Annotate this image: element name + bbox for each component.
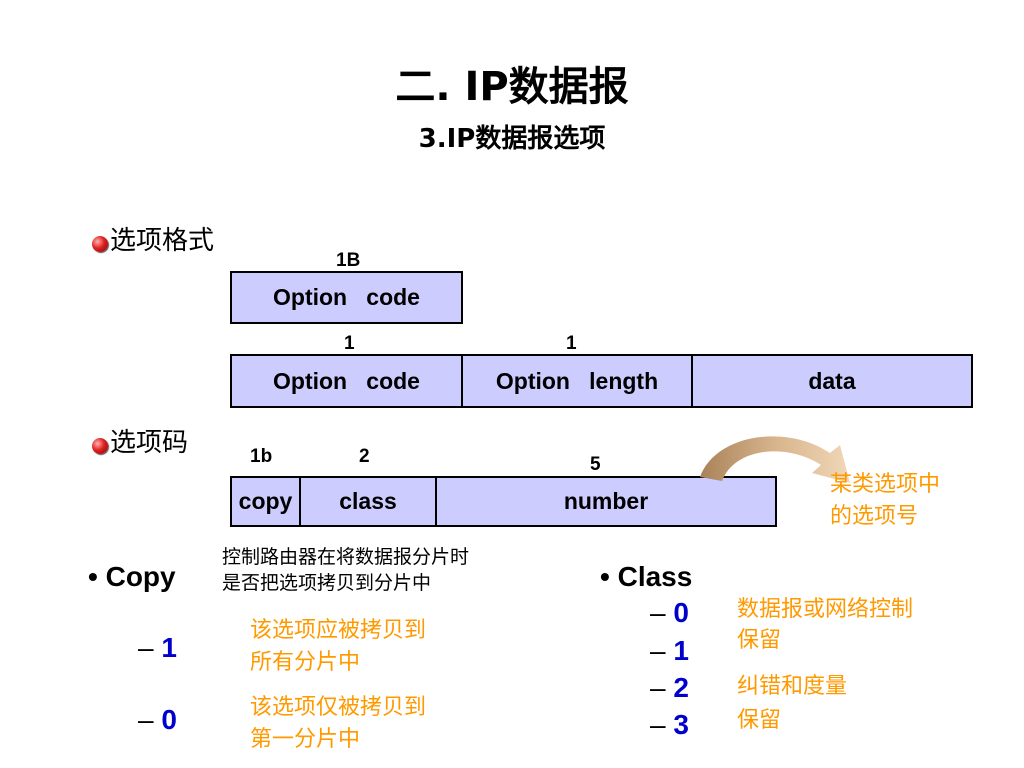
class-value-row: – 3	[650, 709, 689, 740]
class-desc: 保留	[737, 628, 782, 653]
size-label-number: 5	[590, 454, 601, 475]
size-label-length: 1	[566, 333, 577, 354]
cell-option-code: Option code	[232, 273, 461, 322]
class-desc: 纠错和度量	[737, 674, 848, 699]
copy-note-line: 是否把选项拷贝到分片中	[222, 572, 432, 594]
copy-desc-line: 第一分片中	[250, 727, 361, 752]
class-heading: • Class	[600, 561, 693, 592]
class-heading-text: Class	[617, 561, 693, 592]
copy-item-desc: 该选项应被拷贝到 所有分片中	[250, 615, 426, 679]
cell-option-code: Option code	[232, 356, 463, 406]
copy-note-line: 控制路由器在将数据报分片时	[222, 546, 470, 568]
copy-note: 控制路由器在将数据报分片时 是否把选项拷贝到分片中	[222, 544, 469, 596]
section-format-label: 选项格式	[110, 226, 215, 256]
cell-copy: copy	[232, 478, 301, 525]
copy-desc-line: 所有分片中	[250, 650, 361, 675]
option-code-format: copy class number	[230, 476, 777, 527]
size-label-class: 2	[359, 446, 370, 467]
copy-desc-line: 该选项仅被拷贝到	[250, 695, 427, 720]
bullet-ball-icon	[92, 438, 108, 454]
page-subtitle: 3.IP数据报选项	[418, 124, 606, 154]
cell-data: data	[693, 356, 971, 406]
option-format-single: Option code	[230, 271, 463, 324]
copy-heading: • Copy	[88, 561, 176, 592]
class-value-row: – 2	[650, 672, 689, 703]
option-format-multi: Option code Option length data	[230, 354, 973, 408]
class-value: 0	[673, 597, 689, 628]
section-code-label: 选项码	[110, 428, 189, 458]
annotation-line: 某类选项中	[830, 472, 941, 497]
copy-item-desc: 该选项仅被拷贝到 第一分片中	[250, 692, 426, 756]
cell-class: class	[301, 478, 437, 525]
class-value: 3	[673, 709, 689, 740]
copy-item: – 1	[138, 632, 177, 663]
copy-value: 0	[161, 704, 177, 735]
class-value-row: – 1	[650, 635, 689, 666]
copy-value: 1	[161, 632, 177, 663]
class-desc: 保留	[737, 708, 782, 733]
cell-option-length: Option length	[463, 356, 693, 406]
class-desc: 数据报或网络控制	[737, 597, 914, 622]
copy-item: – 0	[138, 704, 177, 735]
annotation-line: 的选项号	[830, 504, 919, 529]
page-title: 二. IP数据报	[395, 64, 629, 110]
size-label-1b: 1B	[336, 250, 361, 271]
class-value: 1	[673, 635, 689, 666]
class-value: 2	[673, 672, 689, 703]
option-number-annotation: 某类选项中 的选项号	[830, 469, 940, 533]
size-label-code: 1	[344, 333, 355, 354]
size-label-copy: 1b	[250, 446, 273, 467]
curved-arrow-icon	[700, 436, 850, 483]
bullet-ball-icon	[92, 236, 108, 252]
class-value-row: – 0	[650, 597, 689, 628]
cell-number: number	[437, 478, 775, 525]
copy-desc-line: 该选项应被拷贝到	[250, 618, 427, 643]
copy-heading-text: Copy	[105, 561, 176, 592]
